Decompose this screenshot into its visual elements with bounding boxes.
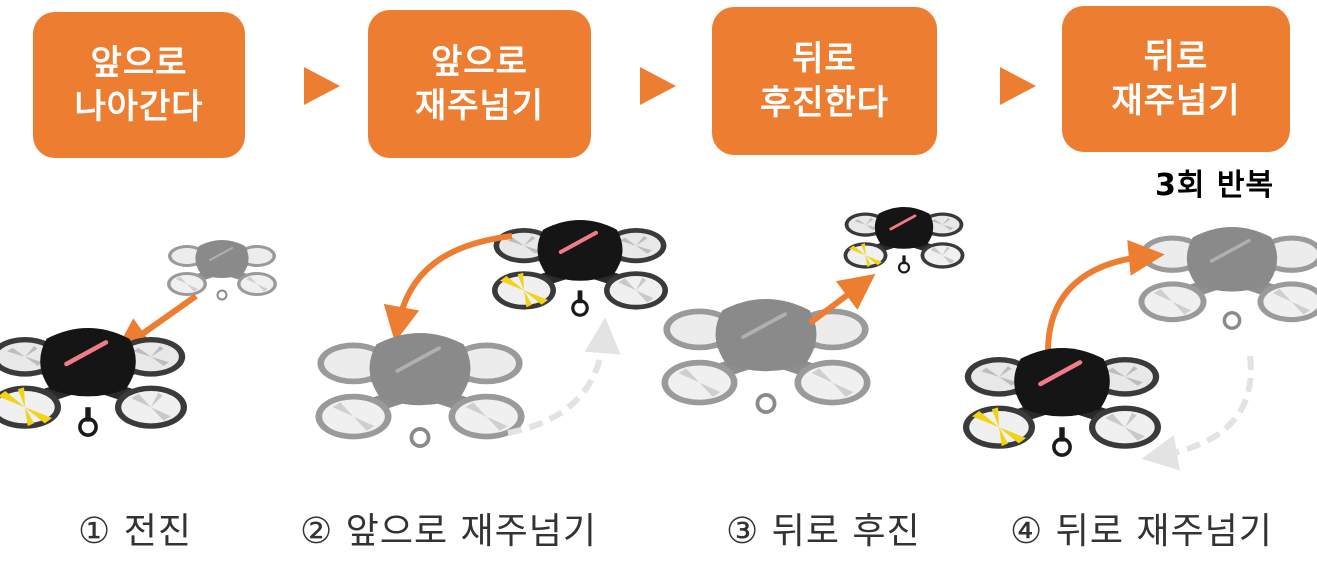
motion-arrow-back-flip [1045,239,1165,353]
drone-ghost-2 [313,331,527,448]
step-forward-line2: 나아간다 [74,87,204,127]
step-back-flip-line2: 재주넘기 [1111,81,1241,121]
caption-front-flip: ② 앞으로 재주넘기 [300,511,598,552]
drone-scene [0,205,1317,471]
return-arrow-back-flip [1141,355,1254,471]
step-backward-line2: 후진한다 [759,83,890,123]
repeat-label: 3회 반복 [1155,168,1275,203]
drone-ghost-3 [659,297,873,414]
motion-arrow-front-flip [383,233,513,343]
drone-active-1 [0,328,187,435]
caption-back-flip: ④ 뒤로 재주넘기 [1010,511,1273,552]
caption-backward: ③ 뒤로 후진 [726,511,921,552]
step-forward-line1: 앞으로 [90,43,188,83]
step-box-forward: 앞으로 나아간다 [33,12,245,158]
step-box-backward: 뒤로 후진한다 [712,7,937,155]
flow-arrow-3 [1000,67,1036,105]
step-back-flip-line1: 뒤로 [1143,37,1209,77]
drone-ghost-4 [1136,225,1317,330]
drone-ghost-1 [166,239,278,301]
motion-arrow-forward [114,293,198,354]
flow-arrow-2 [640,67,676,105]
drone-active-2 [492,220,668,315]
step-box-front-flip: 앞으로 재주넘기 [368,10,591,158]
step-front-flip-line2: 재주넘기 [414,86,545,126]
step-box-back-flip: 뒤로 재주넘기 [1062,6,1290,152]
step-front-flip-line1: 앞으로 [431,42,528,82]
return-arrow-front-flip [507,317,621,436]
motion-arrow-backward [808,273,876,326]
drone-active-3 [842,205,966,274]
step-backward-line1: 뒤로 [792,39,857,79]
caption-forward: ① 전진 [78,511,192,552]
flow-arrow-1 [304,67,340,105]
drone-active-4 [963,348,1161,455]
